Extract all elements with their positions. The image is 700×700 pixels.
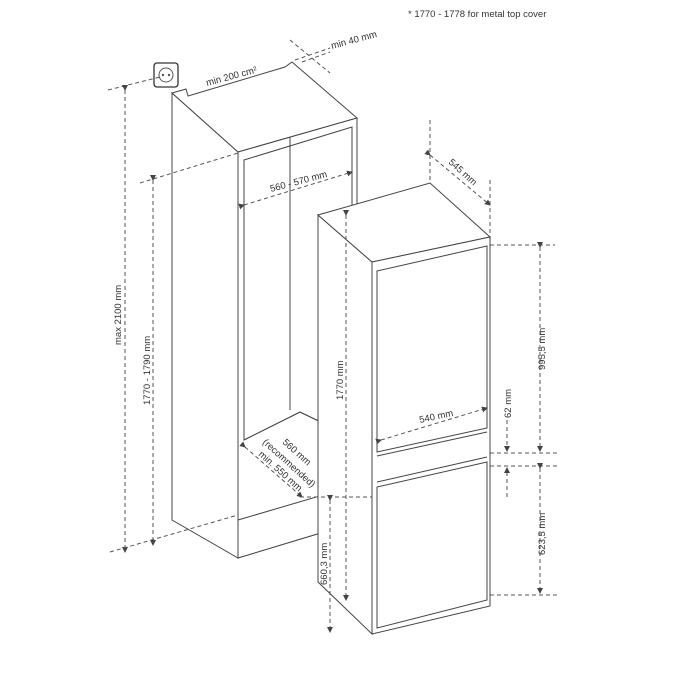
lower-door-height-label: 623,5 mm [537,513,548,555]
metal-cover-note: * 1770 - 1778 for metal top cover [408,9,546,20]
appliance-depth-label: 545 mm [446,157,479,188]
refrigerator [316,182,492,636]
appliance-height-label: 1770 mm [335,360,346,400]
door-gap-label: 62 mm [503,389,514,418]
rear-gap-label: min 40 mm [330,29,378,52]
power-socket-icon [153,62,179,88]
upper-door-height-label: 995,5 mm [537,328,548,370]
lower-door-top-height-label: 660,3 mm [319,543,330,585]
dimension-lines [107,39,560,633]
max-height-label: max 2100 mm [113,285,124,345]
niche-height-label: 1770 - 1790 mm [142,336,153,405]
